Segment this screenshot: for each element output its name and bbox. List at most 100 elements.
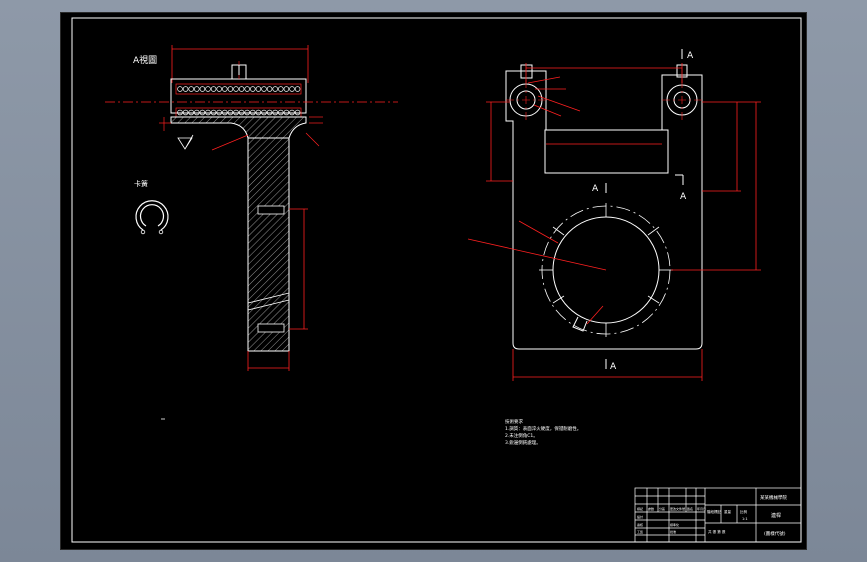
front-dimensions bbox=[467, 63, 761, 381]
bearing-roller bbox=[294, 86, 301, 92]
bearing-roller bbox=[238, 109, 245, 116]
bearing-roller bbox=[216, 86, 222, 92]
notes-heading: 技術要求 bbox=[505, 418, 523, 425]
bearing-roller bbox=[182, 86, 189, 92]
bearing-roller bbox=[216, 109, 222, 116]
title-zone-label: 分區 bbox=[659, 506, 665, 511]
title-part-name: 連桿 bbox=[771, 512, 781, 519]
surface-finish-symbol bbox=[177, 134, 194, 150]
ring-hole-right bbox=[158, 229, 164, 235]
title-process-label: 工藝 bbox=[637, 529, 643, 534]
bearing-roller bbox=[222, 86, 228, 92]
bearing-roller bbox=[266, 86, 273, 92]
bearing-roller bbox=[255, 86, 262, 92]
title-scale: 1:1 bbox=[742, 517, 748, 521]
bearing-roller bbox=[289, 109, 295, 116]
eye-centerlines bbox=[506, 80, 702, 120]
bearing-roller bbox=[199, 86, 206, 92]
section-mark-a-mid: A bbox=[592, 184, 599, 194]
notes-line-1: 1.調質：表面淬火硬度，保證耐磨性。 bbox=[505, 425, 581, 432]
left-leaders bbox=[159, 116, 323, 151]
notes-line-3: 3.銳邊倒鈍處理。 bbox=[505, 439, 541, 446]
bearing-roller bbox=[194, 109, 200, 116]
roller-row-bottom bbox=[177, 109, 301, 116]
title-sign-label: 簽名 bbox=[687, 506, 693, 511]
title-block-text: 某某機械學院 連桿 (圖樣代號) 階段標記 重量 比例 1:1 共 張 第 張 … bbox=[637, 494, 787, 537]
bearing-roller bbox=[250, 109, 256, 116]
bearing-roller bbox=[182, 109, 189, 116]
bearing-roller bbox=[261, 86, 267, 92]
title-sheet-info: 共 張 第 張 bbox=[708, 529, 726, 534]
shaft-length-dimension bbox=[289, 208, 308, 330]
bearing-roller bbox=[222, 109, 228, 116]
drawing-canvas[interactable]: A視圖 bbox=[61, 13, 806, 549]
title-stage-label: 階段標記 bbox=[707, 509, 721, 514]
bearing-roller bbox=[210, 109, 217, 116]
bearing-roller bbox=[272, 109, 278, 116]
bearing-roller bbox=[233, 109, 239, 116]
bearing-roller bbox=[278, 109, 284, 116]
roller-row-top bbox=[177, 86, 301, 92]
bearing-roller bbox=[244, 109, 250, 116]
retaining-ring-icon bbox=[135, 200, 169, 231]
bearing-roller bbox=[261, 109, 267, 116]
title-drawing-no: (圖樣代號) bbox=[764, 530, 786, 537]
bearing-roller bbox=[238, 86, 245, 92]
drawing-frame bbox=[71, 17, 802, 543]
bore-centermarks bbox=[539, 203, 673, 337]
bearing-roller bbox=[272, 86, 278, 92]
bearing-roller bbox=[244, 86, 250, 92]
bearing-roller bbox=[227, 86, 234, 92]
technical-notes: 技術要求 1.調質：表面淬火硬度，保證耐磨性。 2.未注倒角C1。 3.銳邊倒鈍… bbox=[505, 418, 581, 446]
title-design-label: 設計 bbox=[637, 514, 643, 519]
shaft-section bbox=[247, 137, 290, 352]
section-mark-a-top: A bbox=[687, 51, 694, 61]
bearing-roller bbox=[177, 109, 183, 116]
bearing-roller bbox=[283, 109, 290, 116]
title-review-label: 審核 bbox=[637, 522, 643, 527]
title-mark-label: 標記 bbox=[637, 506, 643, 511]
shaft-width-dimension bbox=[247, 351, 290, 371]
keyway-slots bbox=[247, 205, 290, 333]
bearing-roller bbox=[205, 86, 211, 92]
view-front: A A A A bbox=[467, 49, 761, 381]
section-markers bbox=[605, 49, 684, 369]
title-approve-label: 批准 bbox=[670, 529, 676, 534]
bearing-roller bbox=[227, 109, 234, 116]
title-standard-label: 標準化 bbox=[670, 522, 679, 527]
notes-line-2: 2.未注倒角C1。 bbox=[505, 432, 538, 439]
title-date-label: 年月日 bbox=[697, 506, 706, 511]
bearing-roller bbox=[188, 109, 194, 116]
title-change-doc-label: 更改文件號 bbox=[670, 506, 685, 511]
title-block bbox=[634, 487, 802, 543]
bearing-roller bbox=[250, 86, 256, 92]
bearing-roller bbox=[278, 86, 284, 92]
section-mark-a-right: A bbox=[680, 192, 687, 202]
title-count-label: 處數 bbox=[648, 506, 654, 511]
bearing-roller bbox=[177, 86, 183, 92]
bearing-roller bbox=[205, 109, 211, 116]
bearing-roller bbox=[266, 109, 273, 116]
view-a-section-label: A視圖 bbox=[133, 54, 157, 66]
bearing-roller bbox=[255, 109, 262, 116]
bearing-roller bbox=[294, 109, 301, 116]
title-weight-label: 重量 bbox=[724, 509, 732, 514]
title-scale-label: 比例 bbox=[740, 509, 748, 514]
bearing-roller bbox=[289, 86, 295, 92]
neck-fillet bbox=[170, 116, 307, 139]
spring-label: 卡簧 bbox=[134, 179, 148, 188]
bearing-roller bbox=[194, 86, 200, 92]
title-school: 某某機械學院 bbox=[760, 494, 787, 501]
section-mark-a-bottom: A bbox=[610, 362, 617, 372]
link-body-outline bbox=[505, 70, 703, 350]
bearing-roller bbox=[210, 86, 217, 92]
bearing-roller bbox=[283, 86, 290, 92]
bearing-roller bbox=[199, 109, 206, 116]
top-width-dimension bbox=[171, 45, 309, 83]
view-a: A視圖 bbox=[105, 45, 398, 420]
drawing-sheet: A視圖 bbox=[60, 12, 807, 550]
ring-hole-left bbox=[140, 229, 146, 235]
bearing-roller bbox=[188, 86, 194, 92]
bearing-roller bbox=[233, 86, 239, 92]
